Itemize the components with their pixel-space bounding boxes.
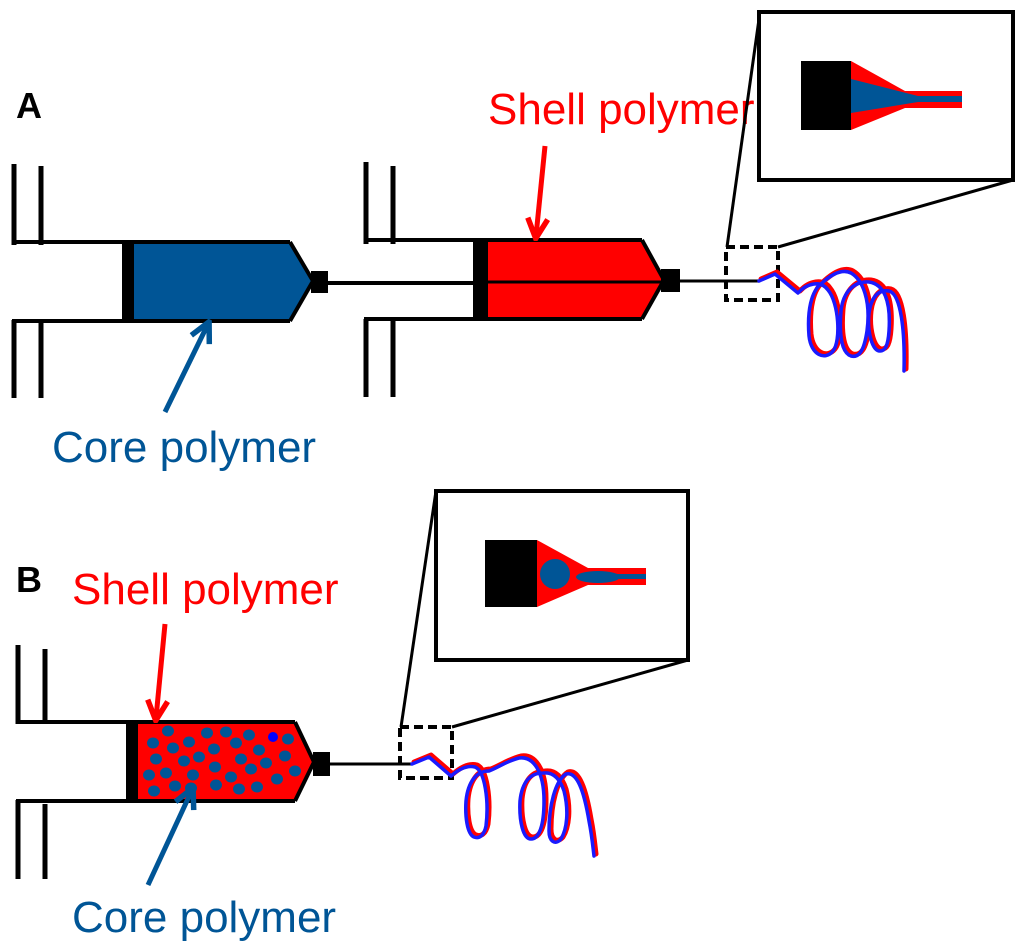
core-droplet [193,751,205,763]
shell-polymer-label: Shell polymer [488,85,755,134]
core-droplet [147,737,159,749]
core-droplet [143,769,155,781]
syringe-barrel-outline [12,240,290,323]
emulsion-fiber-b [410,752,599,858]
core-droplet [148,785,160,797]
panel-b-letter: B [16,559,42,600]
core-droplet [289,765,301,777]
core-droplet [235,753,247,765]
plunger-head [473,239,488,320]
nozzle-inset-b [399,489,690,729]
inset-core-cone [851,79,962,113]
panel-b: B Shell polymer Core polymer [15,489,690,942]
inset-core-elongated-droplet [576,571,620,583]
shell-polymer-arrow [156,623,165,718]
core-droplet [253,744,265,756]
core-droplet [178,755,190,767]
core-polymer-label: Core polymer [72,893,336,942]
core-droplet [251,781,263,793]
core-droplet [245,763,257,775]
core-droplet [243,729,255,741]
panel-a-letter: A [16,85,42,126]
core-polymer-fill [133,244,312,319]
core-droplet [183,736,195,748]
shell-polymer-fill [138,724,313,799]
nozzle-inset-a [725,10,1015,249]
nozzle [661,269,680,292]
core-droplet [150,753,162,765]
core-droplet [169,780,181,792]
shell-polymer-fill [488,242,663,317]
core-droplet [201,727,213,739]
panel-a: A [11,10,1015,472]
core-droplet [209,761,221,773]
inset-core-strand [612,574,646,579]
core-droplet [282,733,294,745]
core-droplet [225,771,237,783]
core-droplet [160,767,172,779]
magnify-region-b [398,725,454,780]
core-droplet [230,737,242,749]
core-droplet [220,726,232,738]
syringe-flange [11,164,44,398]
core-polymer-arrow [162,324,208,414]
core-droplet [208,743,220,755]
inset-core-droplet [540,559,570,589]
core-droplet [210,779,222,791]
shell-syringe [363,162,760,397]
core-droplet [233,783,245,795]
plunger-head [122,241,134,322]
core-droplet [279,750,291,762]
syringe-flange [15,645,48,879]
coaxial-fiber-a [757,266,909,373]
nozzle [311,271,328,293]
core-syringe [11,164,328,398]
shell-polymer-arrow [536,145,545,236]
emulsion-syringe [15,645,413,879]
syringe-barrel-outline [364,238,642,321]
shell-polymer-label: Shell polymer [72,565,339,614]
core-droplet [167,742,179,754]
core-droplet [268,732,278,742]
core-droplet [187,769,199,781]
inset-nozzle [485,540,537,607]
inset-nozzle [801,61,851,130]
core-polymer-label: Core polymer [52,423,316,472]
nozzle [313,752,330,776]
core-polymer-arrow [145,790,192,887]
core-droplets [143,725,301,797]
core-droplet [260,757,272,769]
core-droplet [162,725,174,737]
plunger-head [126,721,138,802]
syringe-flange [363,162,396,397]
core-droplet [271,773,283,785]
